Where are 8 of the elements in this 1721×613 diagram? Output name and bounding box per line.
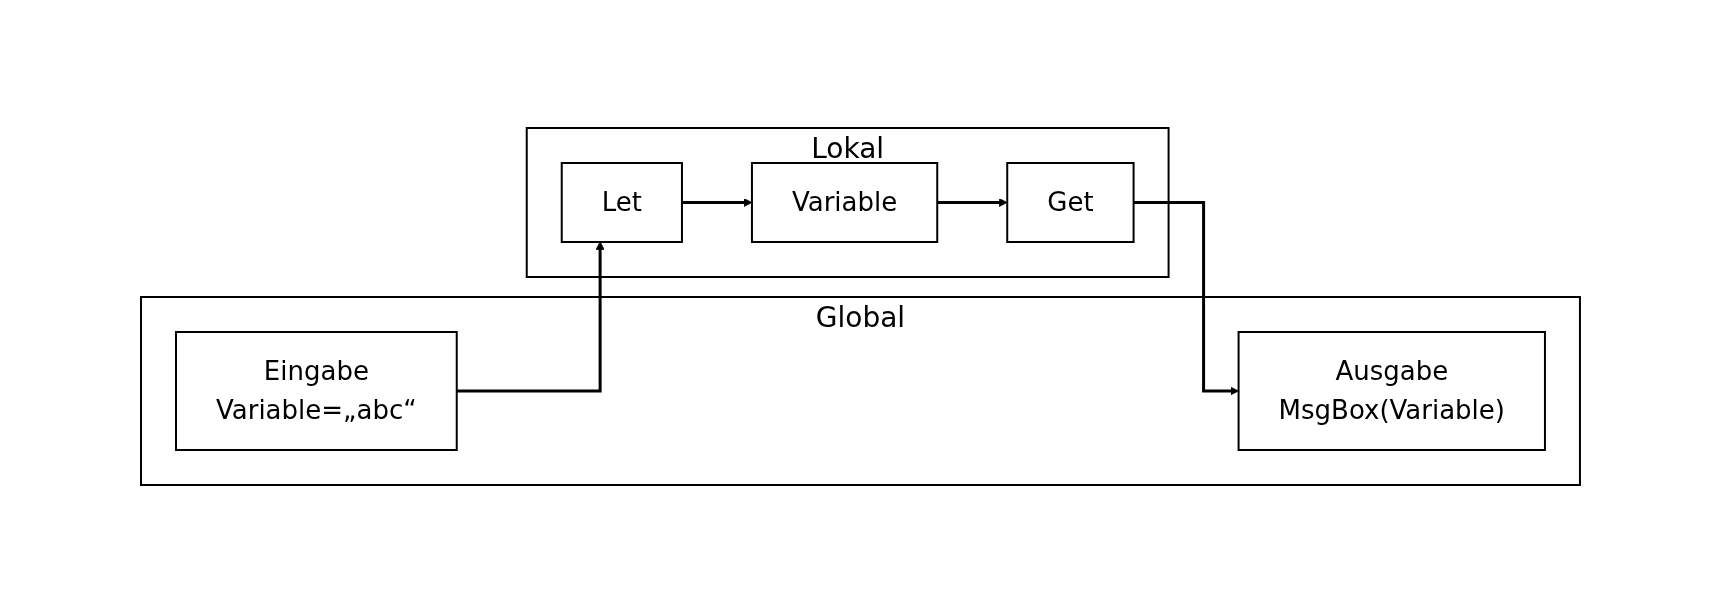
node-box: Variable	[750, 162, 939, 243]
node-box: Ausgabe MsgBox(Variable)	[1237, 331, 1546, 451]
arrow	[937, 198, 1008, 207]
node-box: Let	[560, 162, 683, 243]
node-box: Get	[1006, 162, 1135, 243]
arrow	[456, 241, 605, 393]
node-box: Eingabe Variable=„abc“	[175, 331, 458, 451]
arrow	[1133, 201, 1239, 396]
